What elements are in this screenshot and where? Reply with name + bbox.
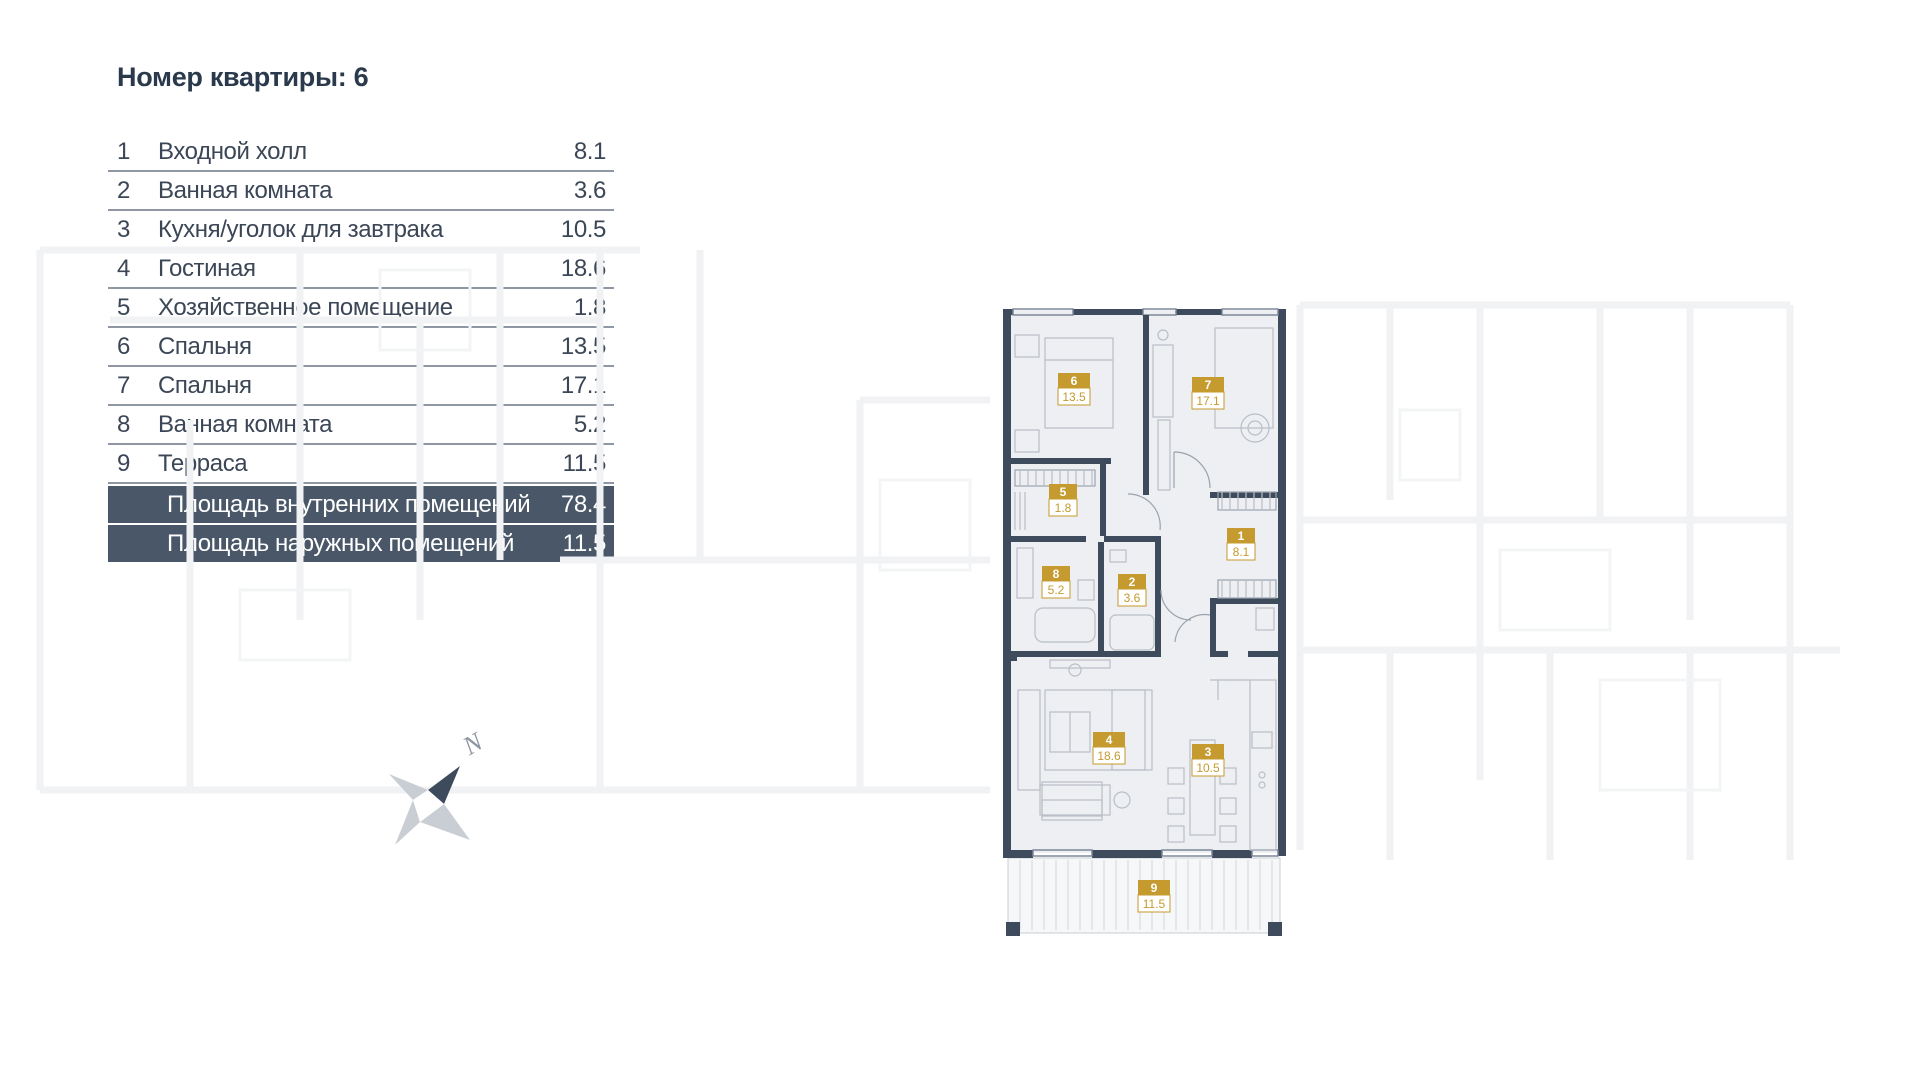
room-name: Спальня — [158, 371, 252, 399]
room-number: 2 — [117, 176, 130, 204]
room-label-1: 1 8.1 — [1226, 528, 1256, 561]
room-name: Гостиная — [158, 254, 256, 282]
north-compass-icon: N — [389, 726, 489, 845]
room-name: Спальня — [158, 332, 252, 360]
exterior-walls — [1003, 309, 1286, 858]
room-number: 9 — [117, 449, 130, 477]
compass-north-label: N — [457, 726, 489, 761]
svg-text:10.5: 10.5 — [1196, 761, 1220, 775]
svg-text:1: 1 — [1238, 529, 1245, 543]
room-label-7: 7 17.1 — [1191, 377, 1225, 410]
room-label-8: 8 5.2 — [1041, 566, 1071, 599]
svg-text:8.1: 8.1 — [1233, 545, 1250, 559]
room-name: Входной холл — [158, 137, 307, 165]
room-area: 10.5 — [560, 215, 607, 243]
svg-text:8: 8 — [1053, 567, 1060, 581]
table-row: 2 Ванная комната 3.6 — [108, 172, 614, 211]
total-label: Площадь внутренних помещений — [167, 490, 531, 518]
total-label: Площадь наружных помещений — [167, 529, 514, 557]
room-area: 3.6 — [573, 176, 607, 204]
room-number: 8 — [117, 410, 130, 438]
room-label-5: 5 1.8 — [1048, 484, 1078, 517]
door-swings — [1127, 451, 1211, 643]
table-row: 3 Кухня/уголок для завтрака 10.5 — [108, 211, 614, 250]
room-name: Терраса — [158, 449, 248, 477]
svg-text:6: 6 — [1071, 374, 1078, 388]
svg-text:2: 2 — [1129, 575, 1136, 589]
svg-text:3.6: 3.6 — [1124, 591, 1141, 605]
table-row: 5 Хозяйственное помещение 1.8 — [108, 289, 614, 328]
interior-walls — [1011, 315, 1278, 661]
apartment-title: Номер квартиры: 6 — [117, 62, 369, 92]
room-label-2: 2 3.6 — [1117, 574, 1147, 607]
room-label-6: 6 13.5 — [1057, 373, 1091, 406]
room-label-4: 4 18.6 — [1092, 732, 1126, 765]
svg-text:13.5: 13.5 — [1062, 390, 1086, 404]
room-labels: 6 13.5 7 17.1 5 1.8 1 8.1 8 5.2 — [1041, 373, 1256, 913]
room-number: 3 — [117, 215, 130, 243]
furniture — [1014, 327, 1277, 851]
svg-text:18.6: 18.6 — [1097, 749, 1121, 763]
room-name: Кухня/уголок для завтрака — [158, 215, 444, 243]
room-name: Ванная комната — [158, 176, 333, 204]
room-label-3: 3 10.5 — [1191, 744, 1225, 777]
svg-text:7: 7 — [1205, 378, 1212, 392]
table-row: 4 Гостиная 18.6 — [108, 250, 614, 289]
room-name: Хозяйственное помещение — [158, 293, 453, 321]
windows — [1012, 308, 1279, 857]
svg-text:1.8: 1.8 — [1055, 501, 1072, 515]
terrace — [1006, 857, 1282, 936]
room-label-9: 9 11.5 — [1137, 880, 1171, 913]
room-number: 5 — [117, 293, 130, 321]
svg-text:9: 9 — [1151, 881, 1158, 895]
svg-text:11.5: 11.5 — [1143, 897, 1166, 911]
svg-text:3: 3 — [1205, 745, 1212, 759]
room-number: 7 — [117, 371, 130, 399]
room-number: 6 — [117, 332, 130, 360]
svg-text:17.1: 17.1 — [1196, 394, 1220, 408]
room-number: 1 — [117, 137, 130, 165]
svg-text:4: 4 — [1106, 733, 1113, 747]
table-row: 1 Входной холл 8.1 — [108, 133, 614, 172]
room-area: 8.1 — [573, 137, 607, 165]
svg-text:5: 5 — [1060, 485, 1067, 499]
svg-text:5.2: 5.2 — [1048, 583, 1065, 597]
room-number: 4 — [117, 254, 130, 282]
